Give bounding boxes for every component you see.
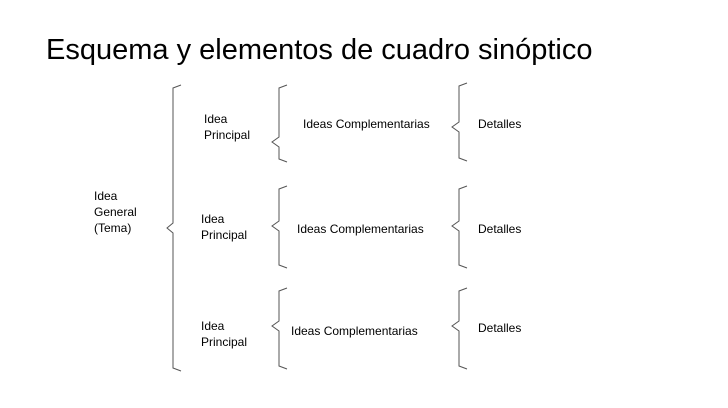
root-brace xyxy=(166,84,182,372)
root-line: (Tema) xyxy=(94,221,132,235)
main-idea-label-2: Idea Principal xyxy=(201,211,247,243)
complementary-ideas-label-1: Ideas Complementarias xyxy=(303,117,430,131)
complementary-ideas-label-3: Ideas Complementarias xyxy=(291,324,418,338)
main-idea-line: Idea xyxy=(201,212,225,226)
root-line: General xyxy=(94,205,137,219)
main-idea-line: Idea xyxy=(201,319,225,333)
detail-brace-2 xyxy=(451,185,468,269)
main-brace-1 xyxy=(271,84,288,163)
detail-brace-3 xyxy=(451,287,468,370)
details-label-1: Detalles xyxy=(478,117,522,131)
main-brace-2 xyxy=(271,185,288,269)
main-idea-label-1: Idea Principal xyxy=(204,111,250,143)
main-brace-3 xyxy=(271,287,288,370)
slide-title: Esquema y elementos de cuadro sinóptico xyxy=(46,34,593,66)
main-idea-line: Principal xyxy=(201,335,248,349)
main-idea-line: Principal xyxy=(201,228,248,242)
main-idea-label-3: Idea Principal xyxy=(201,318,247,350)
root-line: Idea xyxy=(94,189,118,203)
complementary-ideas-label-2: Ideas Complementarias xyxy=(297,222,424,236)
main-idea-line: Idea xyxy=(204,112,228,126)
details-label-2: Detalles xyxy=(478,222,522,236)
detail-brace-1 xyxy=(451,82,468,162)
main-idea-line: Principal xyxy=(204,128,251,142)
root-idea-general-label: Idea General (Tema) xyxy=(94,188,137,236)
details-label-3: Detalles xyxy=(478,321,522,335)
